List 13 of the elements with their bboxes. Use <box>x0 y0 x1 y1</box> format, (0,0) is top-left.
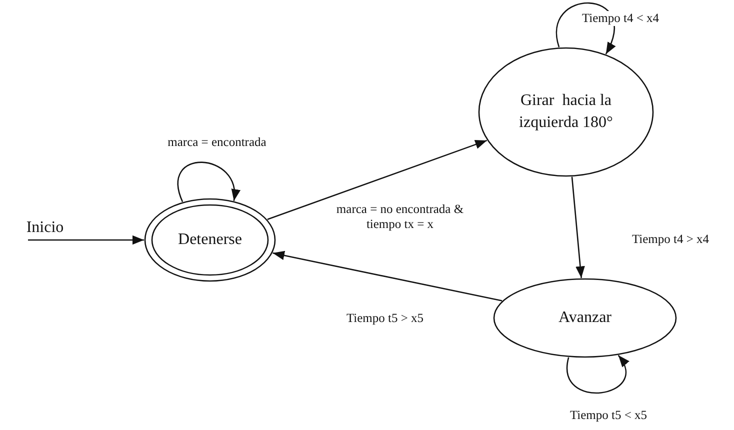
state-name: Avanzar <box>558 308 612 328</box>
transition-arrow <box>178 162 239 202</box>
state-ellipse <box>493 278 677 358</box>
transition-arrow <box>556 2 615 54</box>
state-name: Girar hacia la izquierda 180° <box>518 91 614 133</box>
transition-arrow <box>267 140 488 220</box>
transition-arrow <box>272 250 502 302</box>
transition-arrow <box>571 176 585 278</box>
state-name: Detenerse <box>177 230 243 250</box>
state-ellipse <box>478 47 654 177</box>
transition-arrow <box>566 354 628 394</box>
transition-arrow <box>28 235 144 245</box>
state-ellipse <box>144 198 276 282</box>
